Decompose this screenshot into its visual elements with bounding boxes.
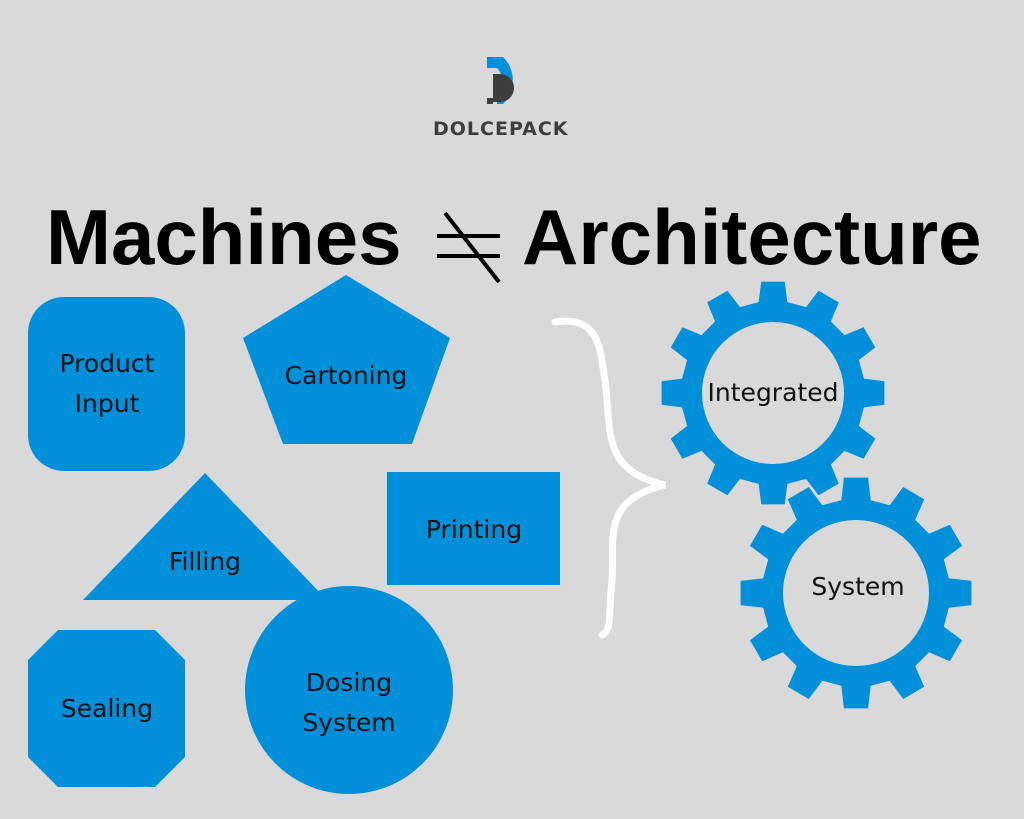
filling-label: Filling [168, 547, 242, 576]
gear-system-label: System [811, 572, 905, 601]
dolcepack-logo [487, 57, 514, 104]
cartoning-label: Cartoning [284, 361, 408, 390]
title-architecture: Architecture [522, 193, 982, 281]
cartoning-shape [243, 275, 450, 444]
title-machines: Machines [46, 193, 402, 281]
brace-icon [551, 317, 666, 639]
gear-system-icon [740, 477, 972, 709]
product-input-shape [28, 297, 185, 471]
gear-integrated-label: Integrated [707, 378, 839, 407]
gear-integrated-icon [661, 281, 885, 505]
filling-shape [83, 473, 327, 600]
printing-shape [387, 472, 560, 585]
brand-name: DOLCEPACK [433, 118, 569, 140]
sealing-label: Sealing [60, 694, 154, 723]
dosing-system-shape [245, 586, 453, 794]
sealing-shape [28, 630, 185, 787]
printing-label: Printing [425, 515, 523, 544]
not-equal-icon [437, 211, 501, 284]
